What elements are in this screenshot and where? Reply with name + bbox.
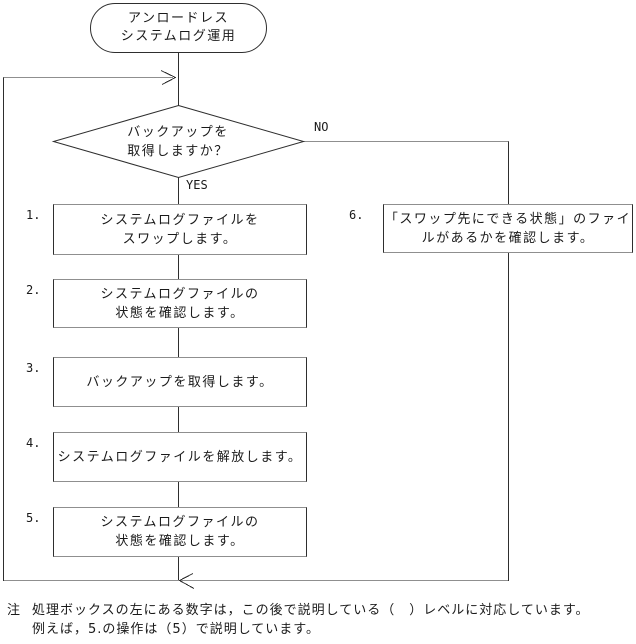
footnote: 注 処理ボックスの左にある数字は，この後で説明している（ ）レベルに対応していま…	[7, 601, 629, 639]
process-box-3: バックアップを取得します。	[53, 357, 307, 407]
process-box-2: システムログファイルの 状態を確認します。	[53, 279, 307, 328]
start-terminal-line1: アンロードレス	[128, 11, 229, 26]
process-box-5: システムログファイルの 状態を確認します。	[53, 507, 307, 557]
step-number-1: 1.	[26, 208, 41, 222]
arrow-right-icon	[160, 70, 177, 85]
start-terminal: アンロードレス システムログ運用	[90, 3, 267, 53]
vertical-connectors	[3, 53, 509, 581]
process-box-4-line1: システムログファイルを解放します。	[57, 449, 303, 465]
step-number-6: 6.	[349, 208, 364, 222]
arrowheads	[160, 70, 195, 589]
footnote-line1: 処理ボックスの左にある数字は，この後で説明している（ ）レベルに対応しています。	[32, 603, 590, 618]
process-box-1-line1: システムログファイルを	[100, 212, 260, 228]
footnote-marker: 注	[7, 603, 22, 618]
decision-line1: バックアップを	[127, 125, 229, 140]
step-number-3: 3.	[26, 361, 41, 375]
decision-line2: 取得しますか？	[127, 144, 229, 159]
horizontal-connectors	[3, 77, 509, 581]
process-box-2-line1: システムログファイルの	[100, 286, 260, 302]
start-terminal-line2: システムログ運用	[120, 29, 237, 44]
footnote-line2: 例えば，5.の操作は（5）で説明しています。	[32, 622, 321, 637]
step-number-4: 4.	[26, 436, 41, 450]
process-box-5-line2: 状態を確認します。	[115, 534, 245, 549]
process-box-4: システムログファイルを解放します。	[53, 432, 307, 482]
process-box-6: 「スワップ先にできる状態」のファイ ルがあるかを確認します。	[383, 204, 633, 253]
step-number-5: 5.	[26, 511, 41, 525]
process-box-1-line2: スワップします。	[122, 231, 238, 247]
process-box-3-line1: バックアップを取得します。	[86, 374, 274, 390]
decision-diamond-shape	[51, 104, 306, 179]
process-box-6-line1: 「スワップ先にできる状態」のファイ	[384, 211, 632, 227]
no-label: NO	[314, 120, 329, 134]
process-box-1: システムログファイルを スワップします。	[53, 204, 307, 255]
decision-diamond: バックアップを 取得しますか？	[53, 116, 303, 168]
process-box-6-line2: ルがあるかを確認します。	[421, 230, 595, 246]
yes-label: YES	[186, 178, 208, 192]
process-box-5-line1: システムログファイルの	[100, 515, 260, 530]
arrow-left-icon	[178, 573, 195, 589]
footnote-text: 処理ボックスの左にある数字は，この後で説明している（ ）レベルに対応しています。…	[32, 601, 629, 639]
process-box-2-line2: 状態を確認します。	[115, 305, 245, 321]
step-number-2: 2.	[26, 283, 41, 297]
